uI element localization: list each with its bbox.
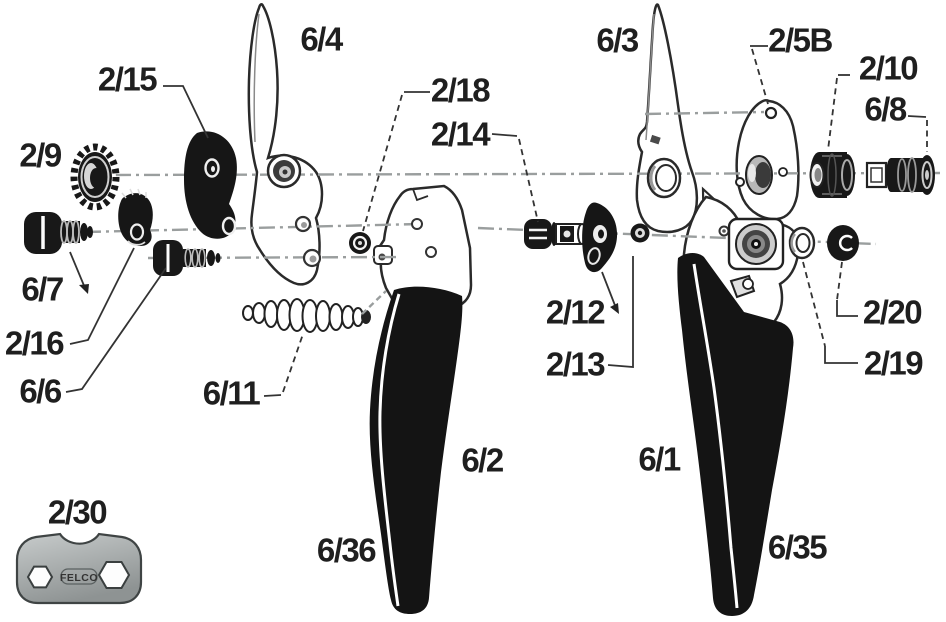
- label-6-11: 6/11: [202, 374, 261, 412]
- label-6-4: 6/4: [300, 20, 343, 58]
- label-2-12: 2/12: [545, 293, 606, 331]
- leader-2-13: [607, 256, 634, 368]
- label-6-35: 6/35: [767, 528, 828, 566]
- part-cam-plate-2-12: [582, 202, 618, 273]
- part-adjustment-wheel-2-9: [70, 143, 120, 211]
- label-2-10: 2/10: [858, 49, 919, 87]
- label-2-20: 2/20: [862, 293, 923, 331]
- leader-2-14-a: [491, 133, 518, 137]
- part-toothed-segment-2-16: [118, 188, 153, 246]
- label-2-13: 2/13: [545, 345, 606, 383]
- pivot-socket-2-5B: [745, 155, 788, 195]
- leader-6-11-a: [263, 394, 282, 397]
- label-2-14: 2/14: [430, 115, 491, 153]
- label-6-1: 6/1: [638, 440, 681, 478]
- leader-2-15: [163, 85, 209, 139]
- label-6-6: 6/6: [19, 372, 62, 410]
- part-left-grip-6-36: [369, 286, 463, 614]
- leader-6-11-b: [282, 333, 304, 393]
- part-bolt-6-8: [865, 155, 935, 195]
- label-2-19: 2/19: [863, 344, 924, 382]
- leader-2-19-a: [802, 261, 826, 347]
- part-bushing-2-10: [809, 152, 855, 198]
- label-2-18: 2/18: [430, 71, 491, 109]
- leader-2-14-b: [518, 138, 539, 223]
- felco-brand-stamp: FELCO: [60, 572, 98, 584]
- leader-2-5B-b: [751, 48, 769, 105]
- pivot-bearing-6-1: [727, 217, 785, 271]
- label-6-3: 6/3: [596, 21, 639, 59]
- axis-spring-link: [361, 290, 387, 315]
- part-right-grip-6-35: [677, 252, 794, 617]
- leader-6-6: [65, 267, 167, 393]
- part-wrench-plate-2-30: FELCO: [15, 532, 143, 605]
- cone-detail-right-handle: [729, 274, 756, 299]
- part-washer-2-13: [630, 223, 650, 243]
- label-6-2: 6/2: [461, 441, 504, 479]
- leader-6-8-a: [907, 115, 927, 118]
- part-cap-2-20: [827, 225, 859, 261]
- part-bolt-6-6: [153, 240, 221, 276]
- part-washer-2-19: [788, 226, 816, 260]
- leader-2-10-b: [827, 77, 838, 151]
- part-catch-plate-2-15: [184, 131, 237, 239]
- blade-pivot-holes: [266, 153, 730, 268]
- leader-arrowheads: [79, 284, 619, 314]
- axis-left-middle: [84, 222, 421, 234]
- leader-2-19-b: [824, 346, 858, 364]
- blade-stamp-mark: [649, 134, 661, 145]
- label-2-30: 2/30: [47, 493, 108, 531]
- label-2-5B: 2/5B: [768, 21, 833, 59]
- leader-2-20-b: [836, 300, 858, 317]
- label-2-15: 2/15: [97, 60, 158, 98]
- part-left-handle-head-6-2: [373, 184, 473, 316]
- part-bolt-2-14: [524, 219, 587, 249]
- hex-hole-small: [26, 565, 54, 589]
- part-nut-2-18: [349, 232, 371, 254]
- arrow-6-7: [79, 284, 89, 294]
- part-bolt-6-7: [24, 212, 93, 254]
- part-counter-blade-6-4: [247, 3, 324, 286]
- label-2-9: 2/9: [19, 136, 62, 174]
- label-6-7: 6/7: [21, 270, 64, 308]
- leader-lines: [65, 45, 928, 397]
- leader-2-12: [601, 271, 617, 309]
- label-6-8: 6/8: [864, 90, 907, 128]
- leader-2-18-b: [362, 94, 403, 232]
- leader-2-20-a: [836, 261, 843, 301]
- axis-upper-right: [644, 110, 765, 116]
- leader-6-7: [69, 251, 86, 289]
- hex-hole-large: [97, 561, 131, 589]
- label-6-36: 6/36: [316, 531, 377, 569]
- arrow-2-12: [610, 303, 619, 314]
- label-2-16: 2/16: [4, 324, 65, 362]
- part-spring-6-11: [242, 298, 371, 333]
- leader-2-16: [69, 247, 135, 345]
